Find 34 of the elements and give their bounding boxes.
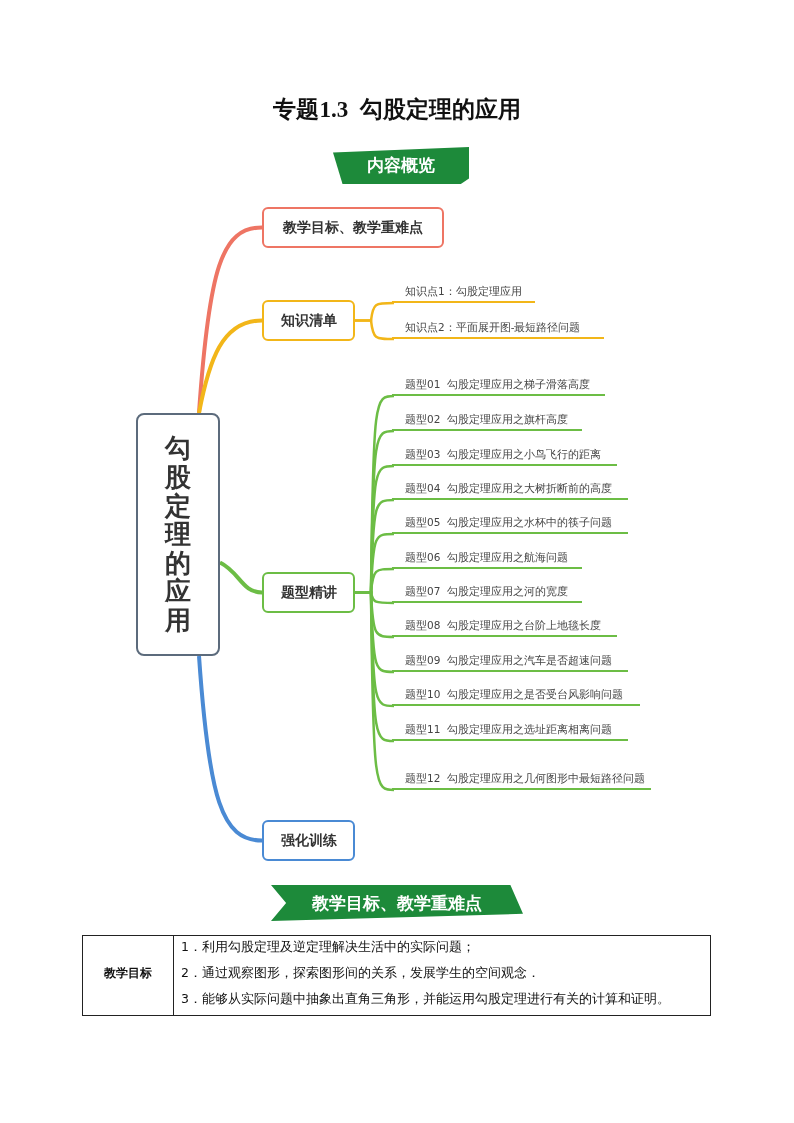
topic-box: 知识清单 <box>262 300 355 341</box>
branch-line <box>197 655 263 843</box>
objective-text: 3．能够从实际问题中抽象出直角三角形，并能运用勾股定理进行有关的计算和证明。 <box>181 991 670 1008</box>
banner-title: 教学目标、教学重难点 <box>311 892 483 915</box>
page-title: 专题1.3 勾股定理的应用 <box>272 96 522 124</box>
branch-line <box>219 560 263 595</box>
subtopic-text: 题型11 勾股定理应用之选址距离相离问题 <box>405 721 613 736</box>
subtopic-text: 题型10 勾股定理应用之是否受台风影响问题 <box>405 686 624 701</box>
subtopic-text: 题型03 勾股定理应用之小鸟飞行的距离 <box>405 446 602 461</box>
subtopic-text: 知识点1：勾股定理应用 <box>405 283 522 298</box>
central-topic-box <box>136 413 220 656</box>
subtopic-text: 题型04 勾股定理应用之大树折断前的高度 <box>405 480 613 495</box>
section-banner <box>333 147 469 184</box>
subtopic-text: 题型05 勾股定理应用之水杯中的筷子问题 <box>405 514 613 529</box>
objective-text: 1．利用勾股定理及逆定理解决生活中的实际问题； <box>181 939 475 956</box>
subtopic-text: 题型01 勾股定理应用之梯子滑落高度 <box>405 376 591 391</box>
objective-text: 2．通过观察图形，探索图形间的关系，发展学生的空间观念． <box>181 965 540 982</box>
branch-line <box>197 318 263 414</box>
topic-box: 强化训练 <box>262 820 355 861</box>
section-banner <box>271 885 523 921</box>
banner-title: 内容概览 <box>366 154 436 177</box>
central-topic-text: 勾股定理的应用 <box>165 434 191 635</box>
topic-box: 教学目标、教学重难点 <box>262 207 444 248</box>
subtopic-text: 题型07 勾股定理应用之河的宽度 <box>405 583 569 598</box>
branch-line <box>355 319 394 341</box>
subtopic-text: 题型08 勾股定理应用之台阶上地毯长度 <box>405 617 602 632</box>
subtopic-text: 题型12 勾股定理应用之几何图形中最短路径问题 <box>405 770 646 785</box>
subtopic-text: 题型02 勾股定理应用之旗杆高度 <box>405 411 569 426</box>
subtopic-text: 题型09 勾股定理应用之汽车是否超速问题 <box>405 652 613 667</box>
branch-line <box>355 591 395 792</box>
topic-box: 题型精讲 <box>262 572 355 613</box>
subtopic-text: 知识点2：平面展开图-最短路径问题 <box>405 319 581 334</box>
subtopic-text: 题型06 勾股定理应用之航海问题 <box>405 549 569 564</box>
table-header-text: 教学目标 <box>103 965 153 982</box>
